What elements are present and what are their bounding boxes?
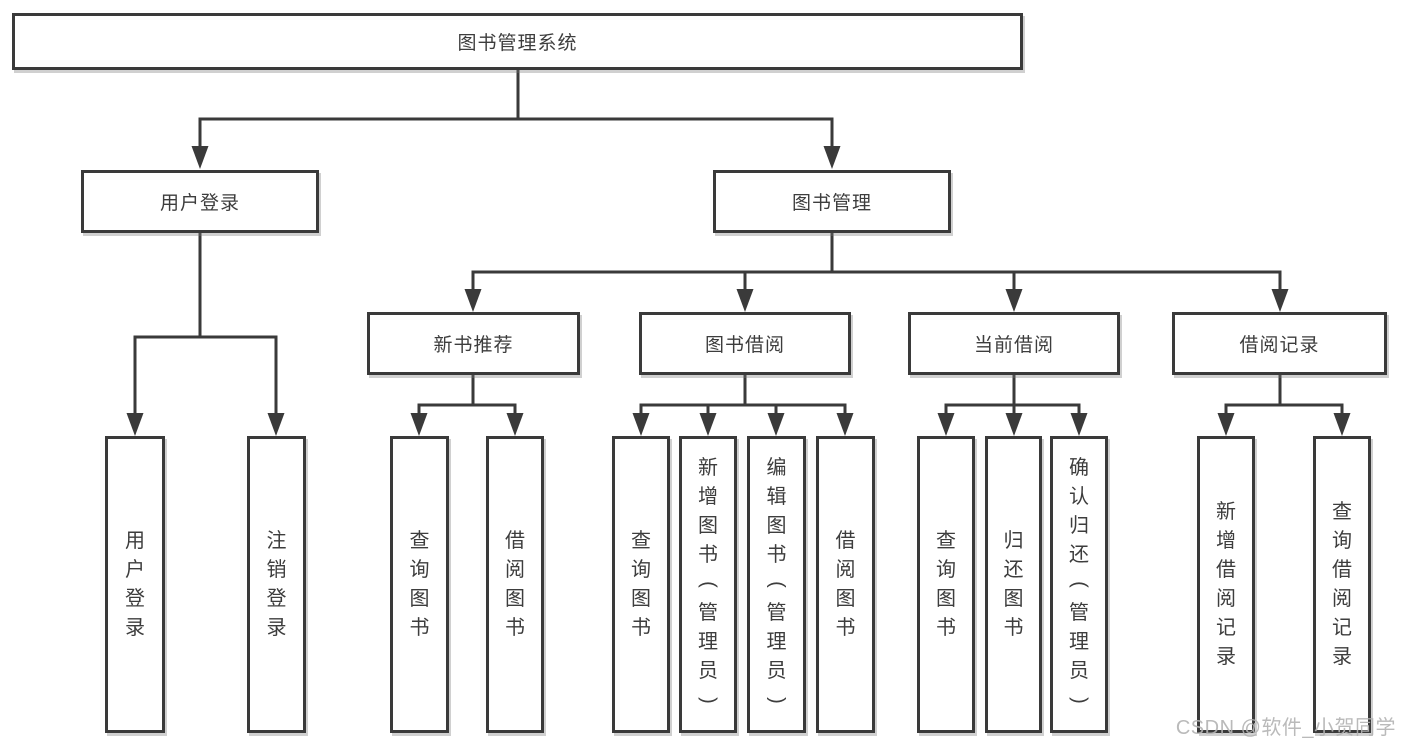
node-edit-books-admin: 编辑图书(管理员): [747, 436, 806, 733]
node-new-book-recommendation: 新书推荐: [367, 312, 580, 375]
node-query-books-borrowing: 查询图书: [612, 436, 670, 733]
node-borrow-books-borrowing: 借阅图书: [816, 436, 875, 733]
node-add-books-admin: 新增图书(管理员): [679, 436, 737, 733]
node-borrow-books-recommend: 借阅图书: [486, 436, 544, 733]
node-book-management: 图书管理: [713, 170, 951, 233]
node-current-borrowing: 当前借阅: [908, 312, 1120, 375]
node-user-login-action: 用户登录: [105, 436, 165, 733]
node-user-login: 用户登录: [81, 170, 319, 233]
node-book-borrowing: 图书借阅: [639, 312, 851, 375]
node-return-books: 归还图书: [985, 436, 1042, 733]
node-add-borrow-record: 新增借阅记录: [1197, 436, 1255, 733]
node-library-management-system: 图书管理系统: [12, 13, 1023, 70]
watermark: CSDN @软件_小贺同学: [1175, 717, 1396, 739]
node-query-books-recommend: 查询图书: [390, 436, 449, 733]
node-query-borrow-record: 查询借阅记录: [1313, 436, 1371, 733]
node-confirm-return-admin: 确认归还(管理员): [1050, 436, 1108, 733]
node-borrowing-records: 借阅记录: [1172, 312, 1387, 375]
node-logout: 注销登录: [247, 436, 306, 733]
node-query-books-current: 查询图书: [917, 436, 975, 733]
